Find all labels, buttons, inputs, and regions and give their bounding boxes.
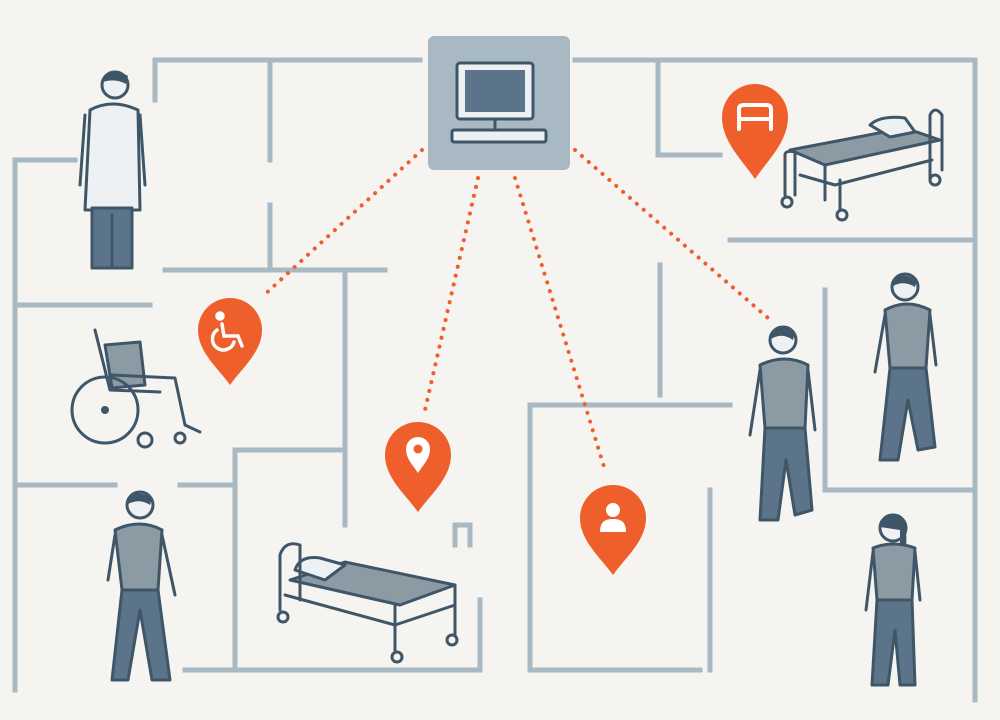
bed-pin[interactable] bbox=[722, 84, 788, 179]
doctor bbox=[78, 70, 147, 270]
floorplan-walls bbox=[12, 57, 978, 703]
tracking-links bbox=[260, 148, 770, 472]
person-pin[interactable] bbox=[580, 485, 646, 575]
wheelchair bbox=[70, 328, 202, 449]
bed-icon bbox=[737, 103, 773, 131]
person-right-top bbox=[873, 272, 938, 462]
wheelchair-icon bbox=[210, 311, 244, 352]
location-icon bbox=[406, 437, 430, 473]
wheelchair-pin[interactable] bbox=[198, 298, 262, 385]
hospital-bed-bottom bbox=[276, 542, 459, 664]
patient-bottom-left bbox=[106, 490, 177, 682]
computer-monitor-icon bbox=[450, 61, 548, 144]
person-icon bbox=[600, 503, 626, 532]
computer-hub[interactable] bbox=[428, 36, 570, 170]
person-right-bottom bbox=[864, 513, 922, 687]
location-pin[interactable] bbox=[385, 422, 451, 512]
hospital-bed-top-right bbox=[780, 108, 944, 222]
person-center-right bbox=[748, 325, 817, 522]
